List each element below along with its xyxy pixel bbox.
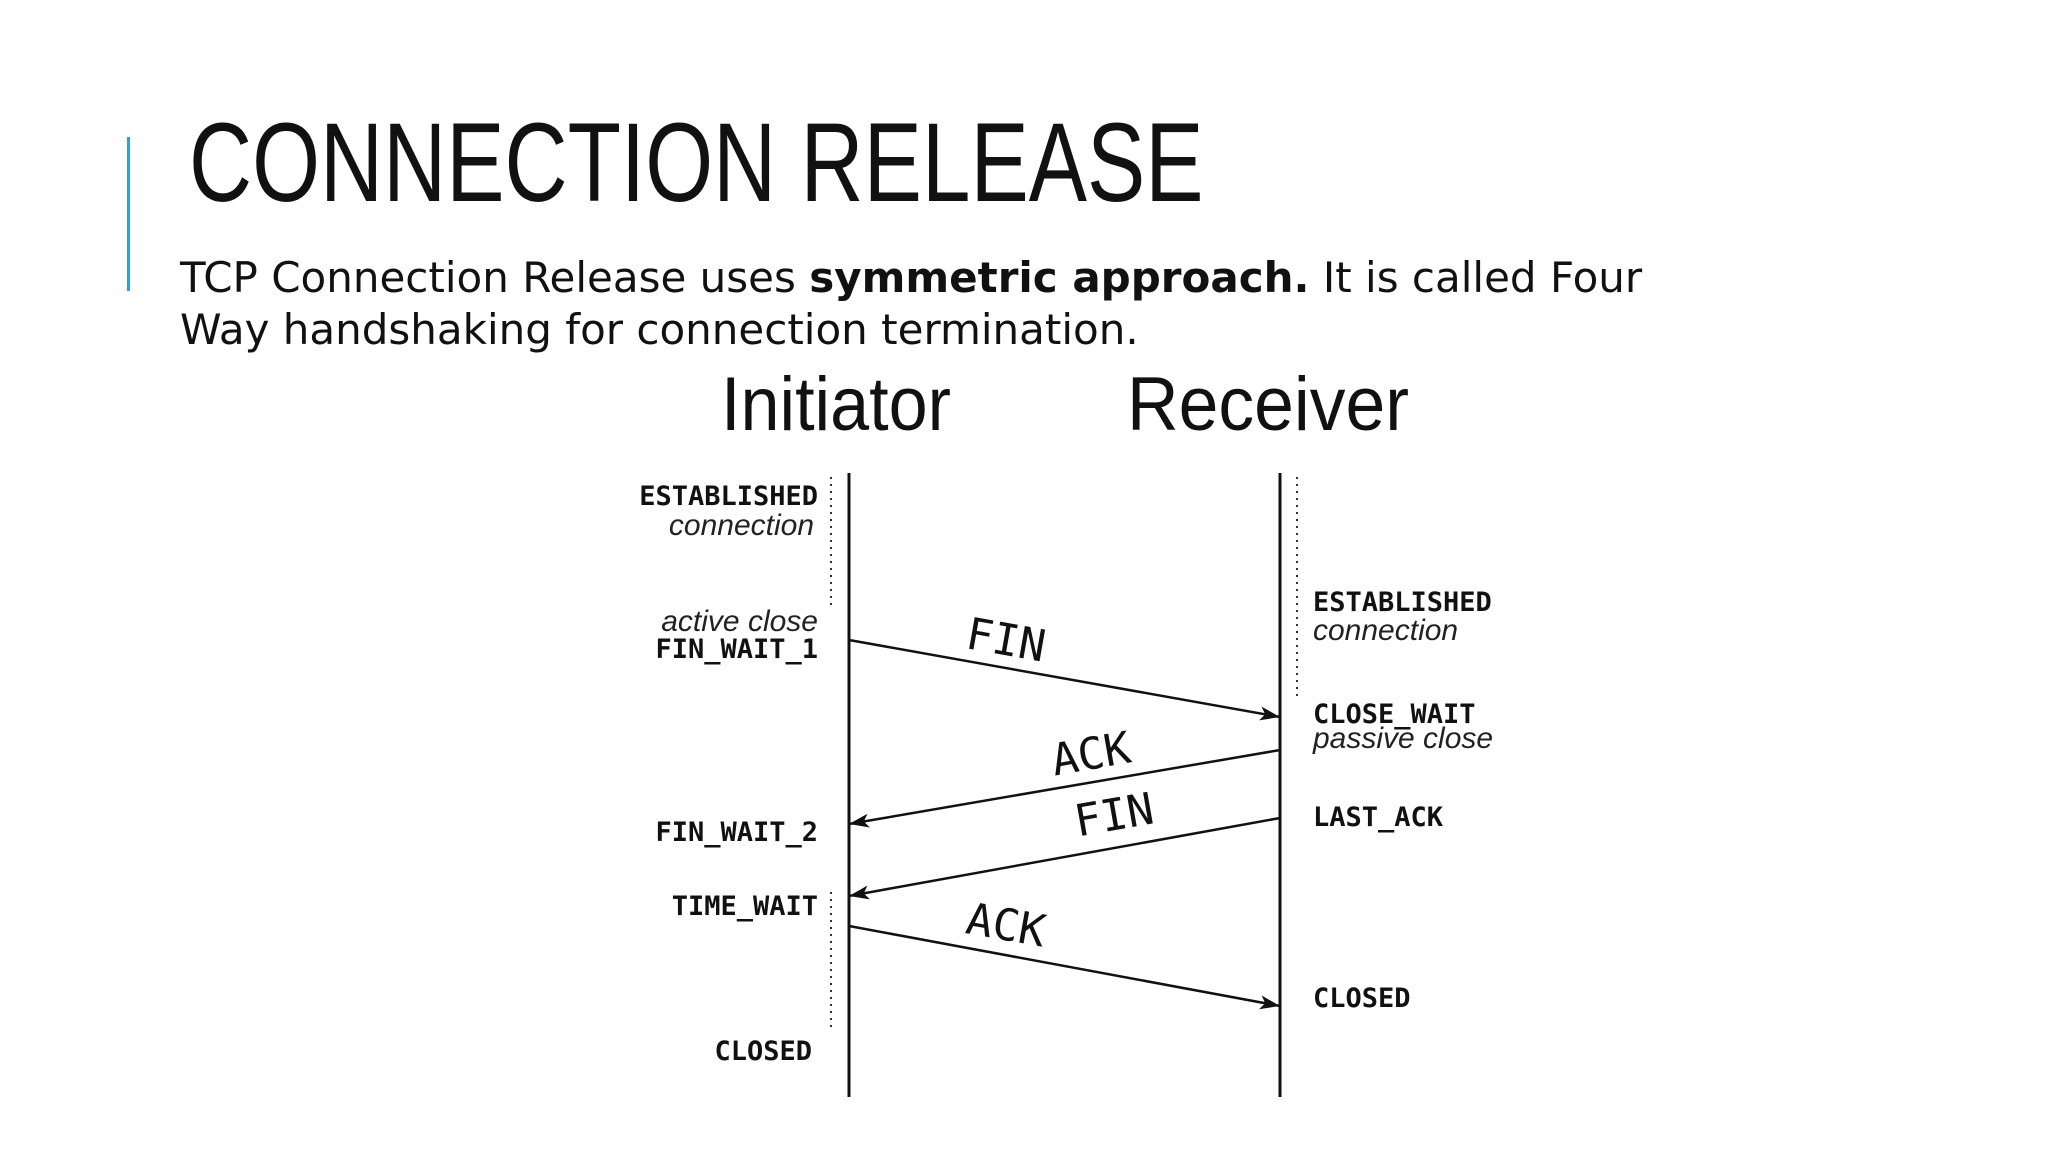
- time-wait-state: TIME_WAIT: [672, 891, 818, 922]
- slide-body: TCP Connection Release uses symmetric ap…: [180, 252, 1740, 356]
- ack-arrow-2: [848, 924, 1281, 1010]
- left-closed-state: CLOSED: [714, 1036, 812, 1067]
- close-wait-state: CLOSE_WAIT: [1313, 699, 1476, 730]
- body-text: TCP Connection Release uses: [180, 253, 810, 302]
- last-ack-state: LAST_ACK: [1313, 802, 1444, 833]
- active-close-note: active close: [661, 605, 818, 638]
- ack-message-label-2: ACK: [962, 893, 1050, 957]
- fin-wait-2-state: FIN_WAIT_2: [655, 817, 818, 848]
- fin-arrow-2: [848, 816, 1281, 900]
- right-connection-note: connection: [1313, 614, 1458, 647]
- body-bold-text: symmetric approach.: [809, 253, 1310, 302]
- slide-title: CONNECTION RELEASE: [189, 100, 1204, 225]
- body-text-end: It is called Four Way handshaking for co…: [180, 253, 1643, 354]
- fin-message-label-2: FIN: [1071, 783, 1158, 847]
- right-closed-state: CLOSED: [1313, 983, 1411, 1014]
- accent-bar: [127, 137, 130, 291]
- right-established-state: ESTABLISHED: [1313, 587, 1492, 618]
- initiator-label: Initiator: [721, 362, 951, 447]
- receiver-label: Receiver: [1127, 362, 1409, 447]
- fin-wait-1-state: FIN_WAIT_1: [655, 634, 818, 665]
- ack-arrow-1: [848, 748, 1281, 828]
- left-connection-note: connection: [669, 509, 814, 542]
- fin-arrow-1: [848, 638, 1281, 721]
- left-established-state: ESTABLISHED: [639, 481, 818, 512]
- passive-close-note: passive close: [1312, 722, 1493, 755]
